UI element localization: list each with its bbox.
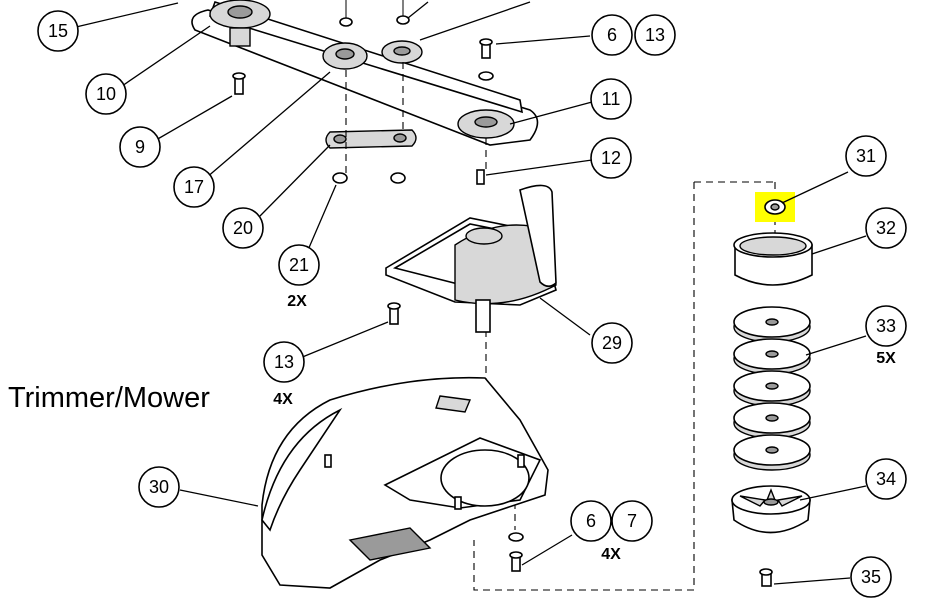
washer-13	[478, 71, 494, 81]
nut-21-right	[390, 172, 406, 184]
callout-13-mid: 13	[263, 341, 305, 383]
diagram-title: Trimmer/Mower	[8, 382, 210, 414]
top-nut-right	[396, 15, 410, 25]
callout-31: 31	[845, 135, 887, 177]
blade-1	[733, 306, 811, 343]
callout-7: 7	[611, 500, 653, 542]
qty-33: 5X	[876, 350, 896, 367]
callout-20: 20	[222, 207, 264, 249]
callout-12: 12	[590, 137, 632, 179]
qty-13: 4X	[273, 391, 293, 408]
blade-3	[733, 370, 811, 407]
callout-35: 35	[850, 556, 892, 598]
blade-4	[733, 402, 811, 439]
top-nut-left	[339, 17, 353, 27]
qty-6-7: 4X	[601, 546, 621, 563]
cup-32	[733, 232, 813, 286]
washer-7	[508, 532, 524, 542]
callouts: 15 10 9 17 20 21 6 13	[37, 10, 907, 598]
callout-6-top: 6	[591, 14, 633, 56]
callout-13-mid-label: 13	[274, 352, 294, 372]
callout-6-top-label: 6	[607, 25, 617, 45]
idler-pulley-hub	[393, 46, 411, 56]
leader-lines	[75, 1, 867, 585]
callout-35-label: 35	[861, 567, 881, 587]
callout-9: 9	[119, 126, 161, 168]
bolt-9	[232, 72, 246, 95]
shield-opening	[440, 449, 530, 507]
callout-15: 15	[37, 10, 79, 52]
callout-34-label: 34	[876, 469, 896, 489]
callout-31-label: 31	[856, 146, 876, 166]
cutter-blades-33	[733, 306, 811, 471]
callout-30-label: 30	[149, 477, 169, 497]
pulley-17-hub	[335, 48, 355, 60]
shield-label	[435, 395, 471, 413]
callout-20-label: 20	[233, 218, 253, 238]
blade-5	[733, 434, 811, 471]
callout-7-label: 7	[627, 511, 637, 531]
output-shaft	[475, 299, 491, 333]
bolt-35	[759, 568, 773, 587]
bolt-13	[387, 302, 401, 325]
callout-34: 34	[865, 458, 907, 500]
drive-belt	[191, 9, 539, 146]
bolt-6	[478, 38, 494, 81]
callout-13-top: 13	[634, 14, 676, 56]
bolt-6-7	[508, 532, 524, 572]
gear-housing-29	[385, 184, 557, 333]
callout-33-label: 33	[876, 316, 896, 336]
callout-11-label: 11	[602, 89, 621, 109]
callout-21: 21	[278, 244, 320, 286]
callout-33: 33	[865, 305, 907, 347]
callout-13-top-label: 13	[645, 25, 665, 45]
bracket-20	[325, 129, 417, 184]
pulley-11-hub	[474, 116, 498, 128]
callout-6-bottom-label: 6	[586, 511, 596, 531]
callout-32-label: 32	[876, 218, 896, 238]
callout-11: 11	[590, 78, 632, 120]
hub-34	[731, 485, 811, 534]
pulley-10-hub	[227, 5, 253, 19]
belt-assembly	[191, 0, 539, 146]
callout-9-label: 9	[135, 137, 145, 157]
callout-29-label: 29	[602, 333, 622, 353]
shield-window	[348, 527, 432, 561]
nut-21-left	[332, 172, 348, 184]
callout-32: 32	[865, 207, 907, 249]
callout-12-label: 12	[601, 148, 621, 168]
pulley-10-shaft	[229, 27, 251, 47]
qty-21: 2X	[287, 293, 307, 310]
callout-15-label: 15	[48, 21, 68, 41]
callout-30: 30	[138, 466, 180, 508]
blade-2	[733, 338, 811, 375]
callout-6-bottom: 6	[570, 500, 612, 542]
stack-bracket-line	[473, 182, 695, 591]
callout-10-label: 10	[96, 84, 116, 104]
pin-12	[476, 169, 485, 185]
mower-shield-30	[261, 376, 549, 589]
callout-17: 17	[173, 166, 215, 208]
callout-17-label: 17	[184, 177, 204, 197]
callout-21-label: 21	[289, 255, 309, 275]
callout-29: 29	[591, 322, 633, 364]
callout-10: 10	[85, 73, 127, 115]
